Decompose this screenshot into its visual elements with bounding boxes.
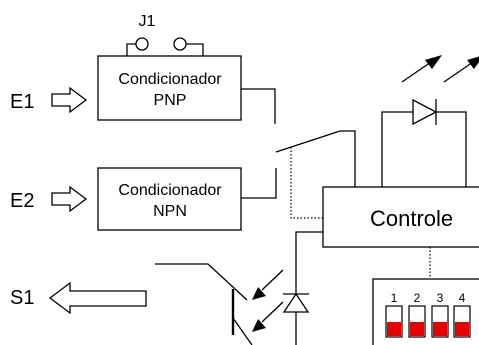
dip-switch-4[interactable] (453, 305, 471, 338)
input-label-e1: E1 (10, 91, 34, 113)
conditioner-npn-box (97, 167, 242, 231)
led-emission-line-1 (401, 61, 432, 83)
led-indicator (381, 55, 479, 187)
npn-output-wire (241, 168, 277, 199)
selector-dotted-link (290, 147, 323, 219)
input-arrow-e2 (51, 185, 88, 213)
jumper-lead-right (186, 43, 204, 56)
conditioner-pnp-line1: Condicionador (118, 71, 222, 88)
jumper-lead-left (126, 43, 136, 56)
output-arrow-s1 (48, 281, 147, 315)
dip-slider-2[interactable] (410, 322, 424, 336)
led-wire-left (381, 111, 413, 187)
conditioner-pnp-box (97, 55, 242, 121)
output-diode (282, 292, 310, 313)
led-triangle (412, 98, 438, 126)
input-arrow-e1 (51, 86, 88, 114)
jumper-contact-left (135, 37, 149, 51)
dip-number-3: 3 (437, 291, 444, 305)
dip-slider-4[interactable] (455, 322, 469, 336)
dip-slider-3[interactable] (433, 322, 447, 336)
selector-switch-wire (340, 130, 356, 187)
led-wire-right (436, 111, 467, 187)
jumper-label: J1 (139, 13, 156, 30)
phototransistor (155, 263, 284, 345)
light-line-1 (261, 269, 284, 291)
controller: Controle (322, 186, 479, 248)
dip-switch: 1 2 3 4 (372, 278, 479, 345)
selector-switch-blade (275, 130, 341, 153)
led-emission-arrowhead-2 (467, 56, 479, 69)
jumper-contact-right (173, 37, 187, 51)
output-label-s1: S1 (10, 287, 34, 309)
led-emission-arrowhead-1 (425, 55, 442, 69)
collector-lead (155, 263, 248, 301)
controller-label: Controle (370, 206, 453, 231)
conditioner-npn: Condicionador NPN (97, 167, 242, 231)
dip-number-4: 4 (459, 291, 466, 305)
emitter-lead (232, 317, 253, 345)
dip-switch-2[interactable] (408, 305, 426, 338)
dip-number-1: 1 (391, 291, 398, 305)
light-arrowhead-1 (252, 287, 266, 300)
dip-switch-1[interactable] (385, 305, 403, 338)
dip-slider-1[interactable] (387, 322, 401, 336)
diode-triangle (282, 292, 310, 313)
light-line-2 (261, 301, 284, 323)
pnp-output-wire (241, 88, 276, 124)
dip-number-2: 2 (414, 291, 421, 305)
conditioner-npn-line2: NPN (153, 203, 187, 220)
conditioner-pnp: Condicionador PNP (97, 55, 242, 121)
light-arrowhead-2 (252, 319, 266, 332)
dip-switch-3[interactable] (431, 305, 449, 338)
input-label-e2: E2 (10, 190, 34, 212)
controller-box (322, 186, 479, 248)
led-emission-line-2 (443, 61, 474, 83)
conditioner-npn-line1: Condicionador (118, 182, 222, 199)
output-wire (295, 231, 323, 345)
jumper-j1: J1 (126, 13, 204, 56)
conditioner-pnp-line2: PNP (154, 92, 187, 109)
